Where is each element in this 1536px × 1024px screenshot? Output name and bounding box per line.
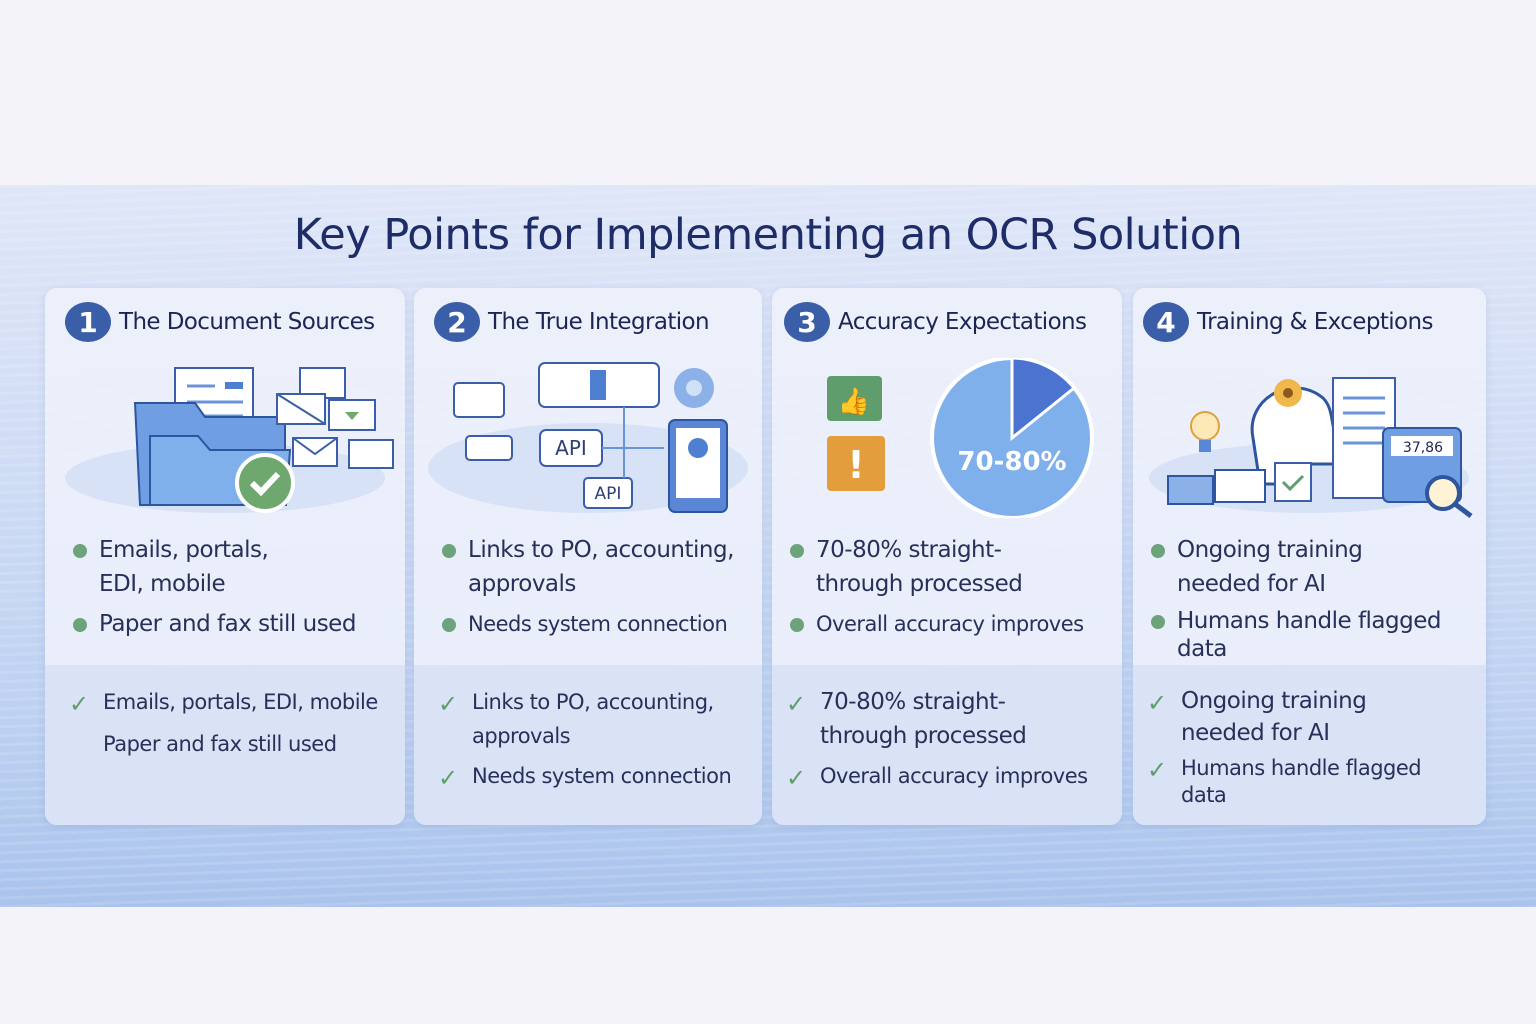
calculator-display: 37,86 bbox=[1403, 440, 1443, 456]
bullet-item: Ongoing training needed for AI bbox=[1151, 533, 1478, 601]
bullet-item: Humans handle flagged data bbox=[1151, 607, 1478, 663]
card-title: Training & Exceptions bbox=[1197, 309, 1433, 335]
card-title: The Document Sources bbox=[119, 309, 375, 335]
check-item: ✓Humans handle flagged data bbox=[1147, 756, 1422, 807]
check-icon: ✓ bbox=[1147, 756, 1167, 784]
thumbs-up-icon: 👍 bbox=[838, 386, 870, 417]
api-label: API bbox=[595, 484, 622, 504]
card-title: The True Integration bbox=[488, 309, 710, 335]
card-true-integration: 2 The True Integration API API Links to P… bbox=[414, 288, 762, 825]
card-training-exceptions: 4 Training & Exceptions 37,86 Ongoing tra… bbox=[1133, 288, 1486, 825]
check-item: ✓Overall accuracy improves bbox=[786, 759, 1114, 795]
check-icon: ✓ bbox=[438, 764, 458, 792]
check-item: ✓Links to PO, accounting, approvals bbox=[438, 685, 754, 753]
check-item: ✓Emails, portals, EDI, mobile bbox=[69, 685, 397, 721]
step-number: 1 bbox=[65, 302, 111, 342]
step-number: 4 bbox=[1143, 302, 1189, 342]
api-integration-icon: API API bbox=[428, 362, 748, 513]
check-icon: ✓ bbox=[786, 690, 806, 718]
card-accuracy-expectations: 3 Accuracy Expectations 👍 ! 70-80% 70-80%… bbox=[772, 288, 1122, 825]
bullet-item: Needs system connection bbox=[442, 607, 754, 641]
check-icon: ✓ bbox=[438, 690, 458, 718]
page-title: Key Points for Implementing an OCR Solut… bbox=[293, 210, 1243, 260]
api-label: API bbox=[555, 436, 587, 460]
folder-documents-icon bbox=[65, 367, 394, 513]
bullet-item: Overall accuracy improves bbox=[790, 607, 1114, 641]
bullet-item: Paper and fax still used bbox=[73, 607, 397, 641]
check-item: Paper and fax still used bbox=[103, 732, 337, 756]
step-number: 2 bbox=[434, 302, 480, 342]
bullet-item: Links to PO, accounting, approvals bbox=[442, 533, 754, 601]
card-title: Accuracy Expectations bbox=[838, 309, 1087, 335]
check-item: ✓Ongoing training needed for AI bbox=[1147, 685, 1478, 749]
card-document-sources: 1 The Document Sources Emails, portals, E… bbox=[45, 288, 405, 825]
bullet-item: Emails, portals, EDI, mobile bbox=[73, 533, 397, 601]
check-item: ✓Needs system connection bbox=[438, 759, 754, 795]
pie-label: 70-80% bbox=[957, 447, 1066, 477]
check-icon: ✓ bbox=[786, 764, 806, 792]
check-item: ✓70-80% straight-through processed bbox=[786, 685, 1114, 753]
pie-chart-icon: 👍 ! 70-80% bbox=[827, 358, 1094, 518]
warning-icon: ! bbox=[847, 443, 864, 487]
step-number: 3 bbox=[784, 302, 830, 342]
ai-training-icon: 37,86 bbox=[1149, 377, 1473, 518]
check-icon: ✓ bbox=[69, 690, 89, 718]
check-icon: ✓ bbox=[1147, 689, 1167, 717]
bullet-item: 70-80% straight-through processed bbox=[790, 533, 1114, 601]
